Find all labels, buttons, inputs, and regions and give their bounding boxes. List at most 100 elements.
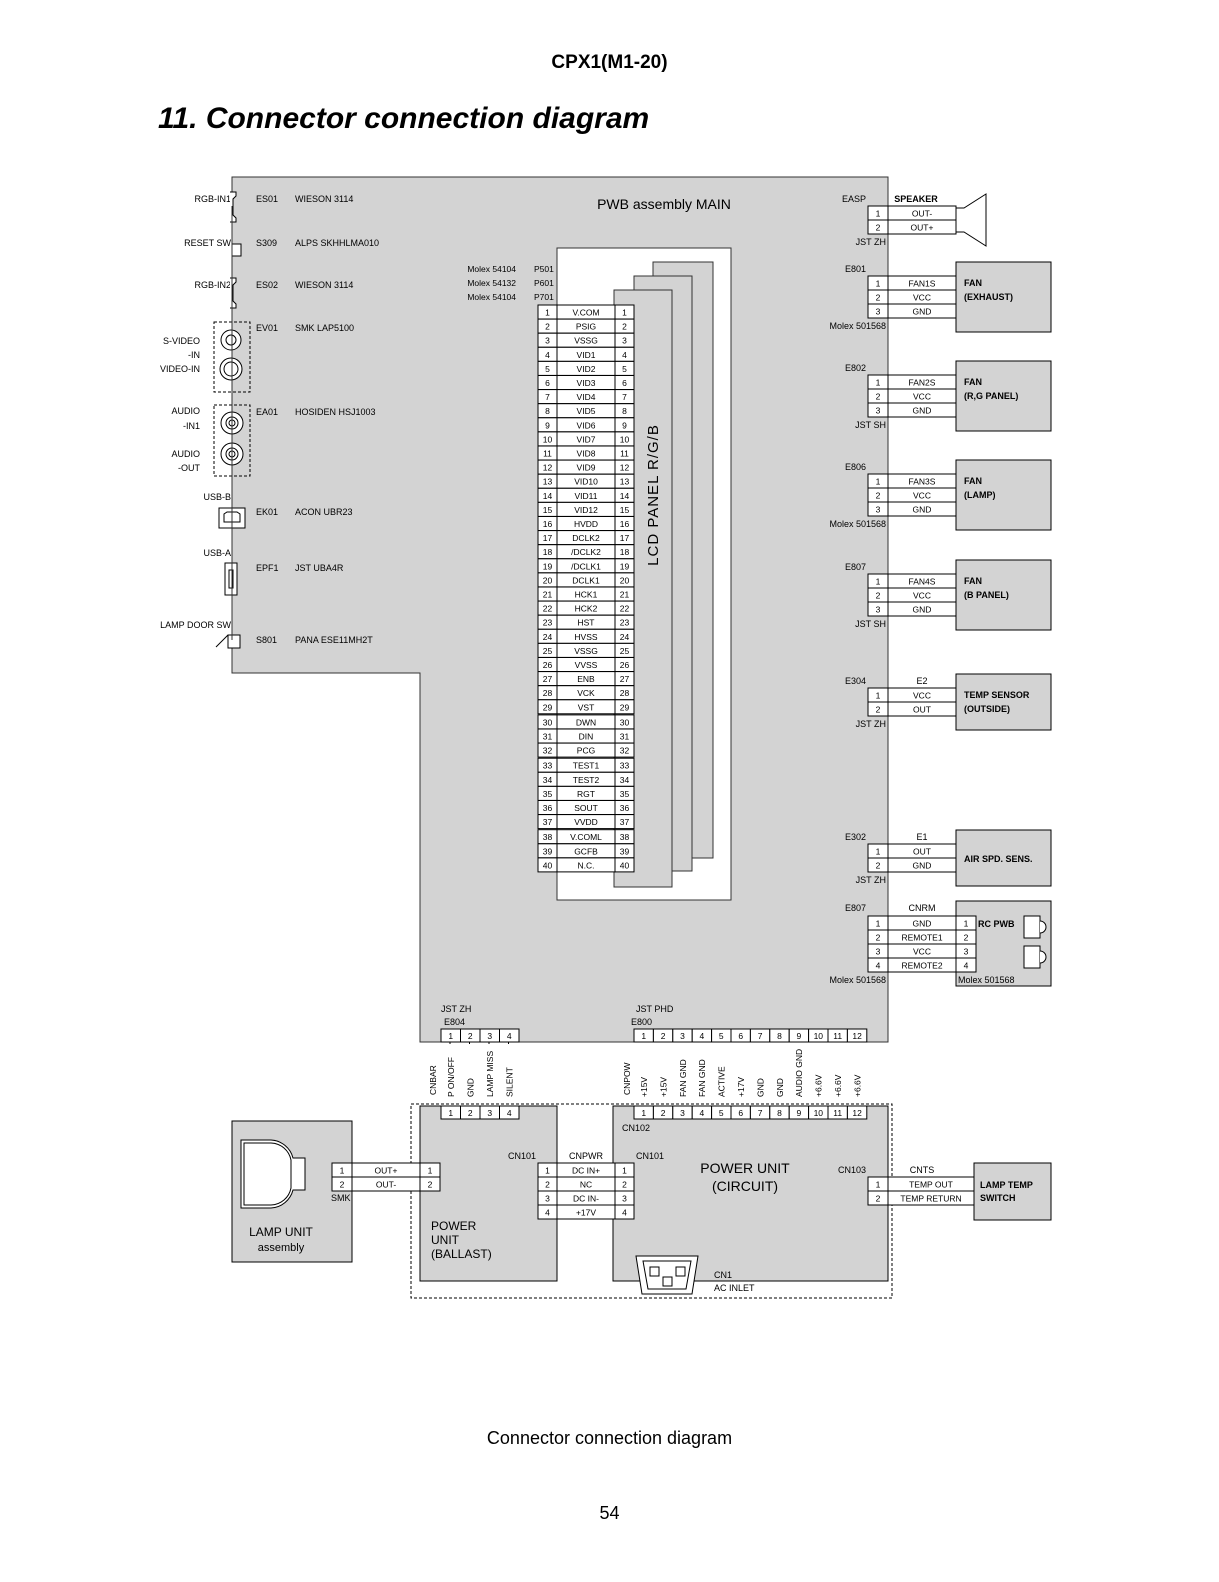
panel-pin-number: 38: [620, 832, 630, 842]
port-label: RGB-IN2: [194, 280, 231, 290]
pin-number: 2: [622, 1180, 627, 1190]
cable-signal: +15V: [658, 1077, 668, 1097]
connector-ref: E804: [444, 1017, 465, 1027]
connector-ref: E304: [845, 676, 866, 686]
panel-pin-number: 7: [545, 392, 550, 402]
panel-pin-number: 12: [543, 463, 553, 473]
pin-number-cell: [955, 957, 977, 973]
pin-number: 5: [719, 1108, 724, 1118]
device-label: FAN: [964, 476, 982, 486]
video-jack-inner: [223, 361, 239, 377]
panel-pin-number: 9: [545, 420, 550, 430]
device-box: [955, 559, 1052, 631]
connector-part: WIESON 3114: [295, 194, 353, 204]
pin-number: 1: [622, 1166, 627, 1176]
panel-pin-number: 39: [620, 846, 630, 856]
panel-signal-name: DCLK1: [572, 575, 600, 585]
connector-part: WIESON 3114: [295, 280, 353, 290]
connector-part: SMK LAP5100: [295, 323, 354, 333]
connector-type: Molex 501568: [958, 975, 1015, 985]
pin-number: 4: [700, 1108, 705, 1118]
pin-number: 8: [777, 1031, 782, 1041]
pin-signal: OUT-: [912, 209, 932, 219]
ac-inlet-pin: [675, 1266, 686, 1277]
panel-pin-number: 36: [620, 803, 630, 813]
pin-signal: OUT-: [376, 1180, 396, 1190]
pin-number: 2: [468, 1108, 473, 1118]
lamp-reflector-icon: [240, 1139, 306, 1209]
connector-ref: EASP: [842, 194, 866, 204]
cable-signal: +6.6V: [814, 1074, 824, 1097]
connector-ref: E801: [845, 264, 866, 274]
panel-pin-number-cell: [614, 699, 635, 715]
connector-head: CNTS: [910, 1165, 935, 1175]
connector-part: JST UBA4R: [295, 563, 344, 573]
pin-number: 3: [487, 1108, 492, 1118]
pin-number: 9: [797, 1108, 802, 1118]
main-pwb-label: PWB assembly MAIN: [597, 196, 731, 212]
pin-signal: GND: [913, 406, 932, 416]
panel-pin-number: 31: [543, 732, 553, 742]
cable-signal: GND: [775, 1078, 785, 1097]
pin-number: 3: [876, 406, 881, 416]
pin-number: 4: [507, 1108, 512, 1118]
panel-signal-name: VSSG: [574, 336, 598, 346]
panel-signal-name: /DCLK2: [571, 547, 601, 557]
connector-part: PANA ESE11MH2T: [295, 635, 373, 645]
pin-number: 1: [876, 691, 881, 701]
panel-signal-name: VID4: [577, 392, 596, 402]
panel-pin-number: 6: [545, 378, 550, 388]
panel-signal-name: VID6: [577, 420, 596, 430]
pin-number: 1: [448, 1108, 453, 1118]
pin-number: 10: [814, 1108, 824, 1118]
connector-type: JST ZH: [856, 719, 886, 729]
panel-pin-number: 14: [620, 491, 630, 501]
connector-ref: E302: [845, 832, 866, 842]
pin-number: 1: [641, 1031, 646, 1041]
panel-pin-number: 29: [620, 702, 630, 712]
panel-pin-number: 19: [543, 561, 553, 571]
pin-signal: FAN3S: [909, 477, 936, 487]
panel-pin-number: 3: [622, 336, 627, 346]
panel-signal-name: DWN: [576, 717, 596, 727]
panel-signal-name: VST: [578, 702, 595, 712]
pin-number: 1: [340, 1166, 345, 1176]
pin-signal: VCC: [913, 947, 931, 957]
connector-ref: E807: [845, 562, 866, 572]
pin-number: 10: [814, 1031, 824, 1041]
pin-signal: NC: [580, 1180, 592, 1190]
panel-signal-name: VID11: [575, 491, 598, 501]
ballast-label: POWER: [431, 1219, 477, 1233]
pin-number: 3: [680, 1031, 685, 1041]
connector-type: JST ZH: [856, 237, 886, 247]
pin-signal: GND: [913, 861, 932, 871]
panel-signal-name: VID5: [577, 406, 596, 416]
panel-signal-name: TEST2: [573, 775, 600, 785]
cable-signal: P ON/OFF: [446, 1057, 456, 1097]
device-label: FAN: [964, 278, 982, 288]
pin-signal-cell: [887, 1190, 975, 1206]
ballast-label: (BALLAST): [431, 1247, 492, 1261]
lamp-door-switch-icon: [227, 634, 241, 649]
panel-pin-number: 24: [620, 632, 630, 642]
ac-inlet-pin: [649, 1266, 660, 1277]
pin-signal: VCC: [913, 293, 931, 303]
connector-ref: E802: [845, 363, 866, 373]
wire: [215, 634, 229, 648]
panel-signal-name: RGT: [577, 789, 595, 799]
pin-number: 2: [876, 933, 881, 943]
device-box: [955, 261, 1052, 333]
panel-signal-name: VID2: [577, 364, 596, 374]
pin-signal: FAN2S: [909, 378, 936, 388]
connector-ref: SMK: [331, 1193, 351, 1203]
pin-number: 5: [719, 1031, 724, 1041]
panel-pin-number: 20: [543, 575, 553, 585]
ballast-label: UNIT: [431, 1233, 460, 1247]
device-label: (R,G PANEL): [964, 391, 1018, 401]
figure-caption: Connector connection diagram: [486, 1428, 733, 1448]
device-box: [955, 459, 1052, 531]
pin-number: 1: [876, 279, 881, 289]
panel-pin-number: 18: [543, 547, 553, 557]
connector-type: JST ZH: [856, 875, 886, 885]
